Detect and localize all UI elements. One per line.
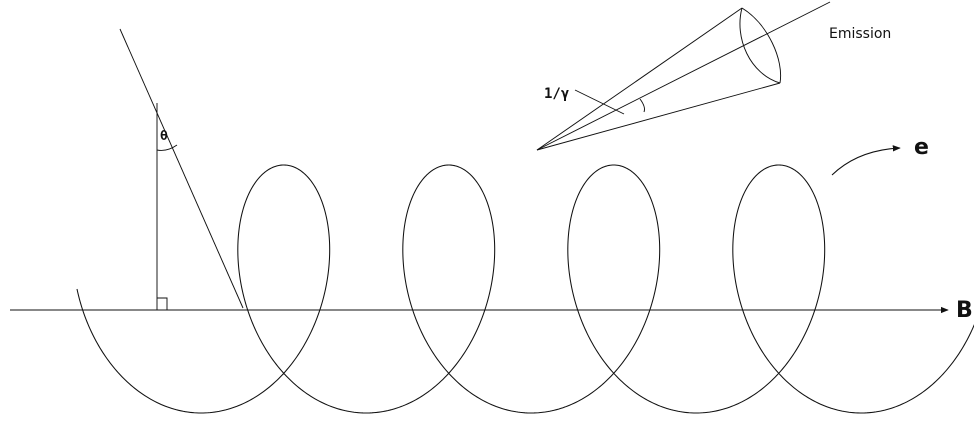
cone-rim-back — [739, 7, 781, 84]
field-label: B — [956, 298, 973, 323]
beam-angle-arc — [639, 98, 645, 113]
beam-angle-label: 1/γ — [544, 86, 569, 102]
cone-rim-front — [741, 7, 782, 84]
cone-axis — [536, 1, 831, 151]
cone-upper-edge — [536, 7, 743, 151]
cone-lower-edge — [536, 82, 781, 151]
pitch-angle-line — [119, 28, 244, 309]
right-angle-marker — [157, 297, 168, 310]
pitch-angle-label: θ — [160, 129, 168, 144]
pitch-angle-arc — [156, 144, 178, 151]
emission-label: Emission — [829, 26, 891, 42]
helix-trajectory — [76, 164, 974, 414]
electron-label: e — [914, 135, 929, 160]
beam-angle-leader — [574, 89, 625, 115]
trajectory-arrow — [831, 145, 901, 176]
